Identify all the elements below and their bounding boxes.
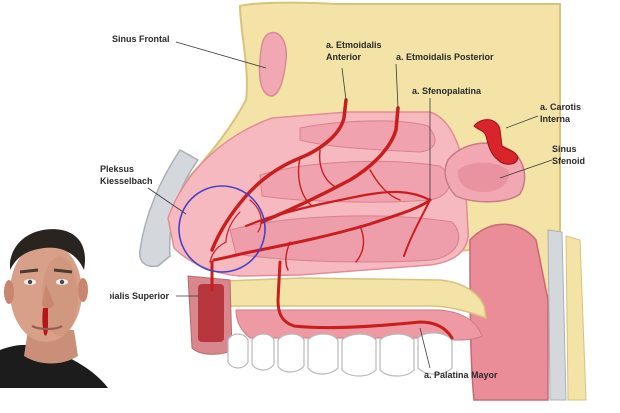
carotis-interna (473, 119, 519, 165)
label-etmoidalis-posterior: a. Etmoidalis Posterior (396, 52, 494, 62)
oral-mucosa (235, 309, 483, 341)
label-carotis-2: Interna (540, 114, 571, 124)
photo-hair (10, 229, 86, 270)
photo-nose (42, 284, 54, 309)
artery-branch-7 (249, 199, 262, 233)
pharynx-wall-2 (565, 235, 587, 401)
superior-turbinate (299, 120, 436, 153)
label-etmoidalis-anterior-2: Anterior (326, 52, 362, 62)
label-labialis-superior: a. Labialis Superior (86, 291, 170, 301)
photo-pupil-right (59, 279, 65, 285)
photo-ear-left (4, 280, 14, 304)
artery-sfenopalatina (212, 198, 432, 262)
photo-face-shade (42, 256, 78, 336)
artery-network (209, 98, 454, 340)
artery-branch-2 (297, 157, 313, 207)
label-sinus-sfenoid-2: Sfenoid (552, 156, 585, 166)
artery-branch-8 (209, 241, 227, 263)
artery-sfenopalatina-upper (244, 190, 432, 228)
artery-etmoidalis-anterior (210, 98, 348, 252)
frontal-sinus (258, 31, 287, 97)
photo-mouth (31, 324, 63, 331)
photo-pupil-left (27, 279, 33, 285)
label-sinus-sfenoid-1: Sinus (552, 144, 577, 154)
sphenoid-inner (457, 162, 509, 192)
label-sfenopalatina: a. Sfenopalatina (412, 86, 482, 96)
pharynx-wall (547, 229, 567, 401)
artery-palatina-descending (276, 260, 454, 340)
artery-branch-6 (225, 211, 241, 243)
artery-branch-3 (369, 169, 401, 201)
photo-ear-right (78, 278, 88, 302)
labial-artery-block (198, 284, 224, 342)
artery-etmoidalis-posterior (260, 106, 400, 224)
label-palatina-mayor: a. Palatina Mayor (424, 370, 498, 380)
photo-brow-left (19, 268, 39, 274)
nosebleed-photo (0, 222, 110, 388)
label-etmoidalis-anterior-1: a. Etmoidalis (326, 40, 382, 50)
label-pleksus-1: Pleksus (100, 164, 134, 174)
upper-teeth (227, 332, 453, 377)
artery-branch-1 (318, 149, 335, 187)
leader-lines (147, 41, 553, 369)
photo-brow-right (53, 268, 73, 274)
artery-branch-5 (285, 241, 291, 271)
artery-branch-4 (355, 225, 365, 263)
label-pleksus-2: Kiesselbach (100, 176, 153, 186)
label-sinus-frontal: Sinus Frontal (112, 34, 170, 44)
kiesselbach-highlight-circle (178, 185, 266, 273)
artery-sfenopalatina-branch (403, 199, 431, 257)
label-carotis-1: a. Carotis (540, 102, 581, 112)
